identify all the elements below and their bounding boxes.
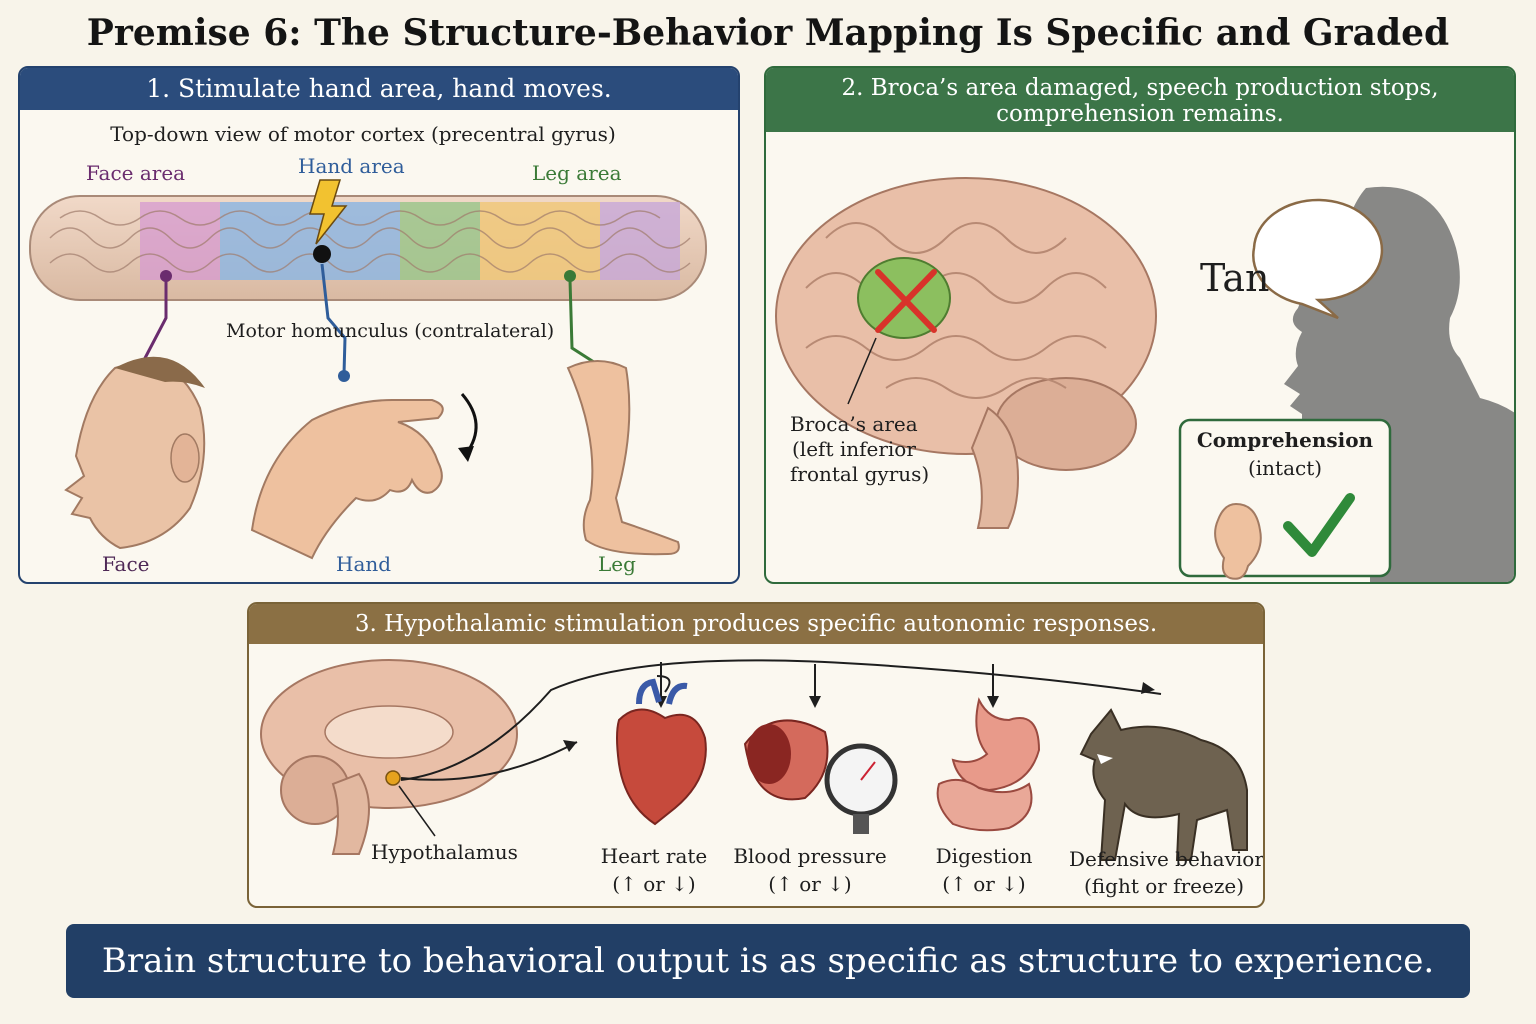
response-defensive-label: Defensive behavior	[1069, 847, 1264, 871]
arrow-heads	[563, 682, 1155, 752]
brainstem	[970, 406, 1020, 529]
hand-label: Hand	[336, 552, 392, 576]
cortex-region-hand	[220, 202, 400, 280]
motor-cortex-subtitle: Top-down view of motor cortex (precentra…	[110, 122, 616, 146]
cortex-region-face	[140, 202, 220, 280]
response-digestion-label: Digestion	[935, 844, 1033, 868]
panel2-header-line2: comprehension remains.	[996, 101, 1284, 127]
hand-connector	[320, 263, 347, 375]
motor-cortex-illustration	[29, 179, 707, 560]
response-defensive-sub: (fight or freeze)	[1084, 874, 1244, 898]
checkmark-icon	[1283, 493, 1355, 557]
hypothalamus-dot	[385, 770, 401, 786]
broca-panel: 2. Broca’s area damaged, speech producti…	[764, 66, 1516, 584]
intestine-icon	[936, 778, 1033, 832]
broca-label-line3: frontal gyrus)	[790, 462, 930, 486]
broca-label-line2: (left inferior	[792, 437, 916, 461]
leg-label: Leg	[598, 552, 636, 576]
ear-icon	[1214, 502, 1262, 580]
wolf-icon	[1079, 708, 1248, 861]
response-blood-pressure-label: Blood pressure	[733, 844, 887, 868]
panel2-header: 2. Broca’s area damaged, speech producti…	[766, 68, 1514, 132]
page-title: Premise 6: The Structure-Behavior Mappin…	[86, 12, 1450, 54]
damage-x-icon	[875, 269, 937, 333]
leg-area-label: Leg area	[532, 161, 622, 185]
hypothalamus-panel: 3. Hypothalamic stimulation produces spe…	[247, 602, 1265, 908]
curl-arrow-icon	[460, 393, 478, 455]
panel1-header: 1. Stimulate hand area, hand moves.	[20, 68, 738, 110]
cortex-region-leg3	[600, 202, 680, 280]
speech-bubble	[1252, 198, 1384, 320]
response-digestion-sub: (↑ or ↓)	[942, 872, 1026, 896]
hand-area-label: Hand area	[298, 154, 405, 178]
brainstem-medial	[331, 772, 370, 855]
broca-pointer	[847, 337, 877, 405]
comprehension-title: Comprehension	[1196, 428, 1374, 452]
response-heart-rate-sub: (↑ or ↓)	[612, 872, 696, 896]
cortex-region-leg2	[480, 202, 600, 280]
signal-arrows	[400, 659, 1162, 781]
gyri-texture	[49, 210, 691, 273]
panel2-header-line1: 2. Broca’s area damaged, speech producti…	[841, 75, 1439, 101]
motor-cortex-panel: 1. Stimulate hand area, hand moves.	[18, 66, 740, 584]
hypothalamus-label: Hypothalamus	[371, 840, 518, 864]
face-profile-icon	[64, 362, 206, 550]
broca-label-line1: Broca’s area	[790, 412, 918, 436]
corpus-callosum	[324, 705, 454, 759]
response-blood-pressure-sub: (↑ or ↓)	[768, 872, 852, 896]
conclusion-banner: Brain structure to behavioral output is …	[66, 924, 1470, 998]
face-label: Face	[102, 552, 150, 576]
heart-icon	[616, 708, 707, 826]
speech-text: Tan	[1200, 256, 1270, 300]
hand-icon	[250, 399, 444, 560]
comprehension-status: (intact)	[1247, 456, 1323, 480]
face-area-label: Face area	[86, 161, 186, 185]
stimulation-point	[313, 245, 331, 263]
leg-connector	[568, 279, 601, 368]
stomach-icon	[951, 697, 1041, 792]
hypothalamus-illustration	[260, 659, 1248, 861]
lightning-icon	[308, 179, 348, 245]
panel3-header: 3. Hypothalamic stimulation produces spe…	[249, 604, 1263, 644]
response-heart-rate-label: Heart rate	[600, 844, 708, 868]
broca-illustration	[775, 177, 1514, 582]
homunculus-label: Motor homunculus (contralateral)	[226, 320, 555, 342]
leg-icon	[566, 360, 680, 556]
face-connector	[142, 280, 168, 361]
